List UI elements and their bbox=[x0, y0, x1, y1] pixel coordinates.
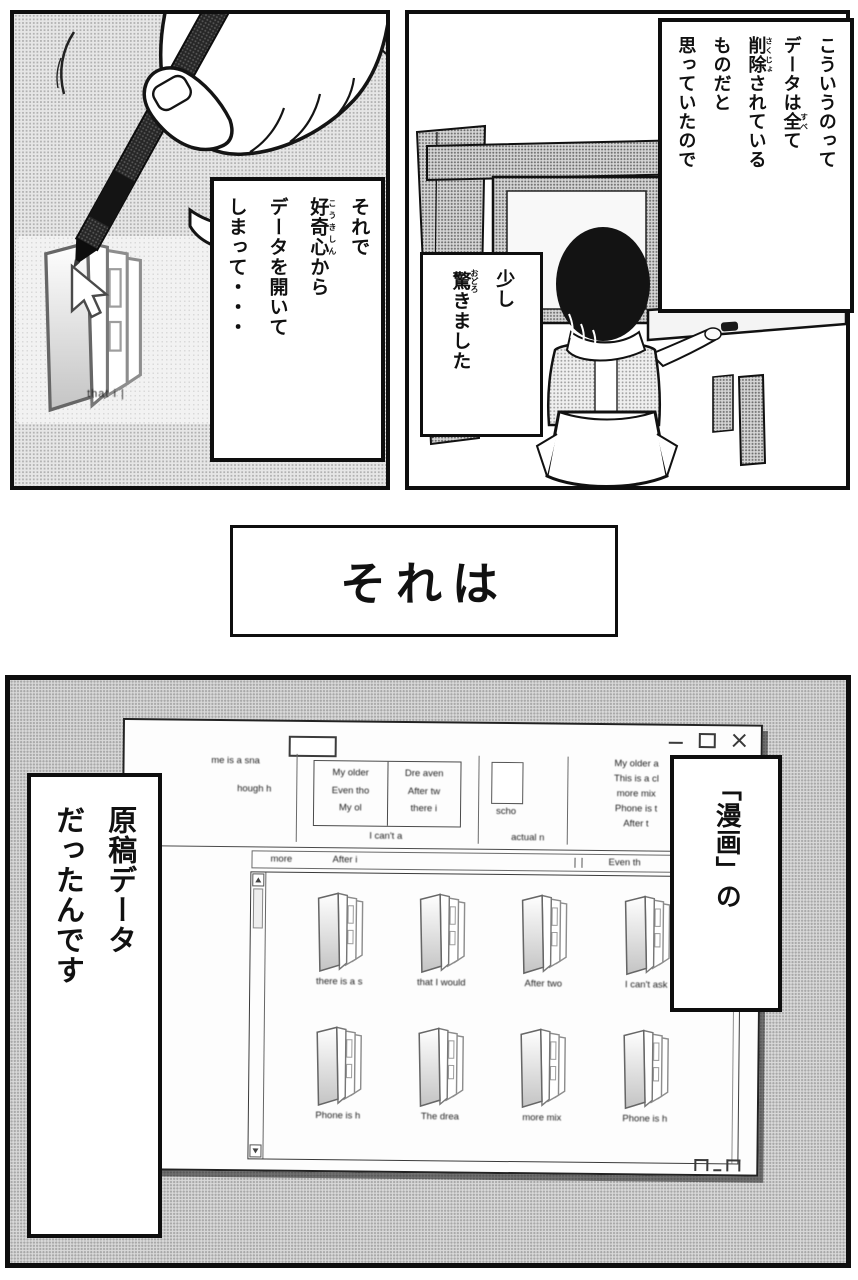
ribbon-item[interactable]: This is a cl bbox=[613, 773, 659, 785]
ribbon-item[interactable]: My ol bbox=[338, 802, 362, 814]
speech-balloon-surprised: 少し驚おどろきました bbox=[420, 252, 543, 437]
ribbon-item[interactable]: more mix bbox=[616, 788, 656, 800]
ribbon-toolbar: me is a sna hough h My older Even tho My… bbox=[123, 746, 761, 853]
view-toggle-icon[interactable] bbox=[694, 1159, 709, 1172]
breadcrumb-item[interactable]: After i bbox=[332, 854, 358, 866]
ribbon-divider bbox=[566, 756, 569, 845]
ribbon-group2-col-b: Dre aven After tw there i bbox=[387, 762, 460, 827]
folder-icon bbox=[511, 1025, 574, 1110]
ribbon-group1-line1[interactable]: me is a sna bbox=[211, 754, 260, 767]
folder-item-label: After two bbox=[524, 978, 563, 990]
ribbon-item[interactable]: My older a bbox=[614, 758, 659, 770]
scroll-thumb[interactable] bbox=[252, 888, 264, 929]
folder-icon bbox=[307, 1023, 370, 1108]
folder-icon bbox=[308, 889, 371, 974]
ribbon-group3-label: scho bbox=[495, 805, 517, 818]
maximize-icon[interactable] bbox=[698, 732, 716, 748]
collar bbox=[565, 330, 647, 362]
status-bar bbox=[694, 1159, 741, 1172]
ribbon-group2-col-a: My older Even tho My ol bbox=[313, 761, 389, 826]
balloon-text: 「漫画」の bbox=[711, 775, 742, 910]
ribbon-item[interactable]: Phone is t bbox=[614, 803, 658, 815]
ribbon-divider bbox=[295, 753, 298, 842]
desk-scene bbox=[415, 124, 846, 486]
ribbon-group4: My older a This is a cl more mix Phone i… bbox=[592, 756, 681, 832]
scrollbar[interactable] bbox=[248, 872, 267, 1159]
thumbnail bbox=[152, 74, 192, 112]
window-controls bbox=[668, 732, 747, 748]
view-toggle-icon[interactable] bbox=[726, 1159, 741, 1172]
ribbon-item[interactable]: After tw bbox=[407, 785, 441, 797]
folder-item-label: more mix bbox=[522, 1112, 562, 1124]
folder-item[interactable]: more mix bbox=[490, 1025, 595, 1124]
folder-name-label: that i | bbox=[87, 388, 125, 400]
folder-item[interactable]: After two bbox=[491, 891, 596, 990]
scroll-up-icon[interactable] bbox=[252, 873, 265, 887]
desk bbox=[646, 296, 846, 467]
hand-pen-scene bbox=[44, 14, 386, 412]
folder-item-label: Phone is h bbox=[622, 1113, 668, 1125]
head bbox=[556, 227, 650, 341]
ribbon-item[interactable]: My older bbox=[332, 767, 369, 779]
address-divider bbox=[581, 857, 583, 868]
explorer-window: me is a sna hough h My older Even tho My… bbox=[118, 718, 763, 1177]
ribbon-item[interactable]: Even tho bbox=[331, 784, 370, 797]
breadcrumb-item[interactable]: more bbox=[270, 853, 293, 865]
ribbon-group3-icon[interactable] bbox=[491, 761, 524, 805]
ribbon-item[interactable]: After t bbox=[623, 818, 649, 830]
scroll-down-icon[interactable] bbox=[249, 1144, 262, 1158]
search-input[interactable]: Even th bbox=[608, 857, 641, 869]
folder-item[interactable]: there is a s bbox=[287, 889, 392, 988]
folder-item-label: The drea bbox=[420, 1111, 459, 1123]
caption-text: それは bbox=[340, 557, 508, 611]
folder-item[interactable]: that I would bbox=[389, 890, 494, 989]
folder-icon bbox=[409, 1024, 472, 1109]
folder-item-label: there is a s bbox=[315, 976, 363, 988]
ribbon-divider bbox=[477, 755, 480, 844]
large-folder-icon[interactable] bbox=[44, 241, 143, 412]
balloon-text: それで好奇心こうきしんからデータを開いてしまって・・・ bbox=[225, 197, 371, 337]
address-divider bbox=[574, 857, 576, 868]
close-icon[interactable] bbox=[732, 733, 747, 748]
chair bbox=[535, 410, 679, 486]
folder-item-label: Phone is h bbox=[315, 1110, 361, 1122]
ribbon-group1-line2[interactable]: hough h bbox=[237, 783, 272, 795]
thumb bbox=[142, 66, 234, 152]
resize-grip-icon bbox=[713, 1169, 722, 1172]
folder-item[interactable]: Phone is h bbox=[593, 1026, 698, 1125]
ribbon-item[interactable]: there i bbox=[410, 803, 438, 815]
hand-on-desk bbox=[704, 327, 722, 341]
narration-caption: それは bbox=[230, 525, 618, 637]
folder-icon bbox=[410, 890, 473, 975]
ribbon-item[interactable]: Dre aven bbox=[404, 767, 444, 780]
folder-icon bbox=[615, 892, 678, 977]
speech-balloon-curiosity: それで好奇心こうきしんからデータを開いてしまって・・・ bbox=[210, 177, 385, 462]
folder-item[interactable]: Phone is h bbox=[286, 1023, 391, 1122]
ribbon-group2-box: My older Even tho My ol Dre aven After t… bbox=[312, 759, 462, 828]
folder-item-label: that I would bbox=[416, 977, 466, 989]
folder-icon bbox=[614, 1026, 677, 1111]
mouse bbox=[720, 321, 739, 332]
balloon-text: 原稿データだったんです bbox=[51, 805, 138, 985]
file-list-area: there is a s that I would After two I ca… bbox=[247, 871, 742, 1165]
ribbon-group2-caption: I can't a bbox=[369, 830, 403, 842]
motion-lines bbox=[56, 31, 76, 95]
speech-balloon-manga: 「漫画」の bbox=[670, 755, 782, 1012]
speech-balloon-genko: 原稿データだったんです bbox=[27, 773, 162, 1238]
hair-highlights bbox=[568, 313, 597, 349]
person bbox=[547, 227, 739, 427]
minimize-icon[interactable] bbox=[668, 741, 683, 745]
speech-balloon-thought: こういうのってデータは全すべて削除さくじょされているものだと思っていたので bbox=[658, 18, 854, 313]
ribbon-group3-caption: actual n bbox=[511, 832, 545, 844]
balloon-text: こういうのってデータは全すべて削除さくじょされているものだと思っていたので bbox=[675, 36, 837, 169]
balloon-text: 少し驚おどろきました bbox=[449, 269, 516, 371]
folder-icon bbox=[512, 891, 575, 976]
folder-item[interactable]: The drea bbox=[388, 1024, 493, 1123]
